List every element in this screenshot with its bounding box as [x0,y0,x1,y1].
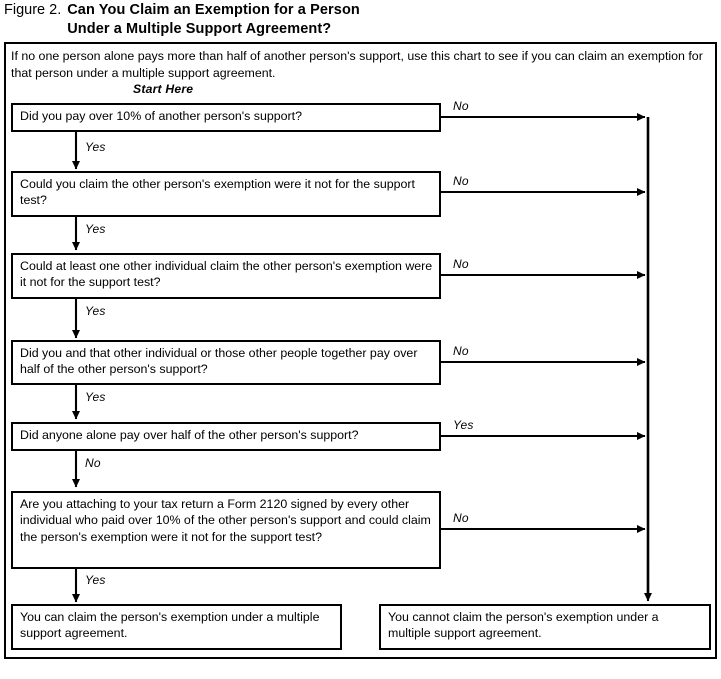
decision-box-q2[interactable]: Could you claim the other person's exemp… [11,171,441,217]
edge-label-q5-yes: Yes [453,418,474,432]
outcome-can-claim-text: You can claim the person's exemption und… [20,610,320,641]
edge-label-q2-no: No [453,174,469,188]
figure-title-line-1: Can You Claim an Exemption for a Person [67,2,360,18]
outcome-box-cannot-claim[interactable]: You cannot claim the person's exemption … [379,604,711,650]
figure-title-row: Figure 2. Can You Claim an Exemption for… [4,1,717,39]
page-title: Can You Claim an Exemption for a Person … [67,1,360,39]
edge-label-q6-no: No [453,511,469,525]
edge-label-q3-no: No [453,257,469,271]
edge-label-q1-no: No [453,99,469,113]
edge-label-q4-yes: Yes [85,390,106,404]
decision-box-q1-text: Did you pay over 10% of another person's… [20,109,303,123]
decision-box-q2-text: Could you claim the other person's exemp… [20,177,415,208]
edge-label-q4-no: No [453,344,469,358]
decision-box-q6-text: Are you attaching to your tax return a F… [20,497,431,544]
decision-box-q1[interactable]: Did you pay over 10% of another person's… [11,103,441,132]
figure-number: Figure 2. [4,2,62,18]
edge-label-q5-no: No [85,456,101,470]
decision-box-q6[interactable]: Are you attaching to your tax return a F… [11,491,441,569]
edge-label-q3-yes: Yes [85,304,106,318]
outcome-cannot-claim-text: You cannot claim the person's exemption … [388,610,659,641]
edge-label-q6-yes: Yes [85,573,106,587]
decision-box-q4[interactable]: Did you and that other individual or tho… [11,340,441,385]
decision-box-q3-text: Could at least one other individual clai… [20,259,433,290]
edge-label-q1-yes: Yes [85,140,106,154]
figure-title-line-2: Under a Multiple Support Agreement? [67,21,332,37]
decision-box-q5-text: Did anyone alone pay over half of the ot… [20,428,359,442]
edge-label-q2-yes: Yes [85,222,106,236]
outcome-box-can-claim[interactable]: You can claim the person's exemption und… [11,604,342,650]
intro-text: If no one person alone pays more than ha… [11,49,703,80]
start-here-label: Start Here [133,82,194,96]
decision-box-q5[interactable]: Did anyone alone pay over half of the ot… [11,422,441,451]
decision-box-q3[interactable]: Could at least one other individual clai… [11,253,441,299]
decision-box-q4-text: Did you and that other individual or tho… [20,346,418,377]
